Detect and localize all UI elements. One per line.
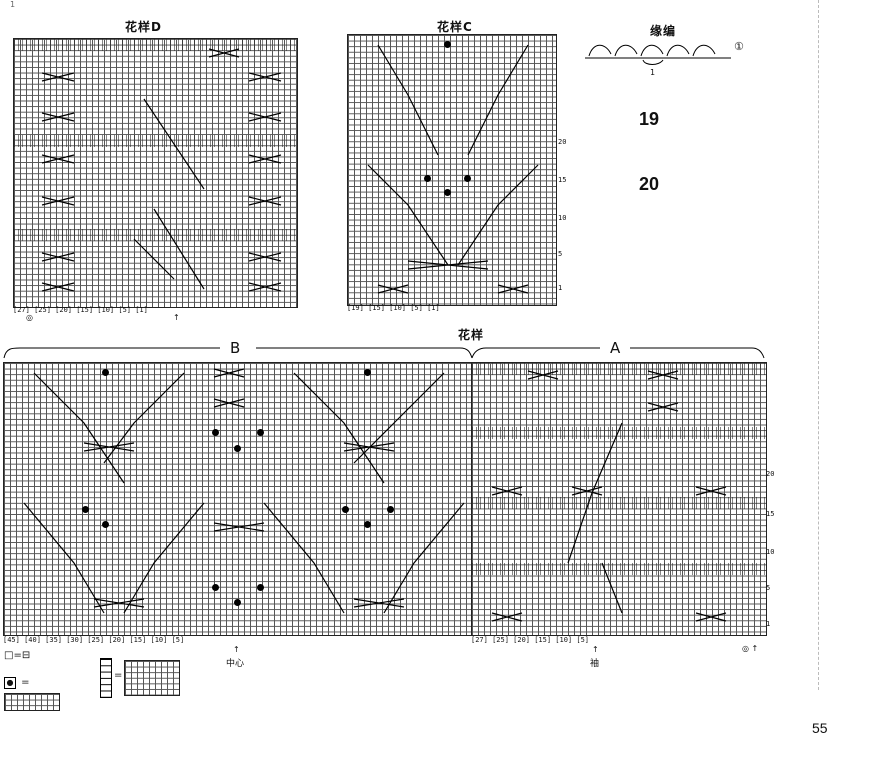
section-a-cables bbox=[491, 370, 727, 622]
dot-symbol bbox=[102, 369, 109, 376]
cable-chart-icon bbox=[124, 660, 180, 696]
start-marker-icon: ◎ ↑ bbox=[742, 644, 759, 653]
pattern-c-row-20: 20 bbox=[558, 138, 567, 146]
equals-icon: = bbox=[21, 677, 30, 688]
size-number-20: 20 bbox=[639, 174, 660, 194]
section-b-label: B bbox=[230, 339, 241, 357]
dot-symbol bbox=[387, 506, 394, 513]
dot-symbol bbox=[364, 521, 371, 528]
main-row-20: 20 bbox=[766, 470, 775, 478]
dot-symbol bbox=[234, 599, 241, 606]
dot-symbol bbox=[257, 584, 264, 591]
pattern-c-row-1: 1 bbox=[558, 284, 563, 292]
dot-symbol bbox=[444, 189, 451, 196]
center-arrow-icon: ↑ bbox=[233, 645, 240, 654]
up-arrow-icon: ↑ bbox=[173, 313, 180, 322]
center-label: 中心 bbox=[226, 659, 245, 669]
main-row-10: 10 bbox=[766, 548, 775, 556]
edging-row-marker: ① bbox=[734, 40, 744, 53]
section-b-chart bbox=[3, 362, 475, 636]
section-a-chart bbox=[471, 362, 767, 636]
page-number: 55 bbox=[812, 720, 828, 736]
main-row-5: 5 bbox=[766, 584, 771, 592]
dot-symbol bbox=[257, 429, 264, 436]
pattern-c-cables bbox=[367, 44, 539, 294]
dot-symbol bbox=[342, 506, 349, 513]
dot-symbol bbox=[82, 506, 89, 513]
pattern-d-ticks: [27] [25] [20] [15] [10] [5] [1] bbox=[13, 306, 148, 314]
pattern-c-ticks: [19] [15] [10] [5] [1] bbox=[347, 304, 440, 312]
dot-symbol bbox=[212, 584, 219, 591]
dot-symbol bbox=[444, 41, 451, 48]
main-row-1: 1 bbox=[766, 620, 771, 628]
edging-diagram bbox=[585, 44, 731, 65]
brace-labels bbox=[3, 347, 765, 359]
dot-symbol bbox=[364, 369, 371, 376]
edging-count: 1 bbox=[650, 68, 656, 77]
column-symbol-icon bbox=[100, 658, 112, 698]
pattern-c-row-10: 10 bbox=[558, 214, 567, 222]
pattern-d-cables bbox=[41, 48, 282, 292]
main-row-15: 15 bbox=[766, 510, 775, 518]
page-divider bbox=[818, 0, 820, 690]
pattern-c-row-5: 5 bbox=[558, 250, 563, 258]
section-a-label: A bbox=[610, 339, 621, 357]
legend-dot-equation: ● = bbox=[4, 672, 90, 711]
pattern-c-row-15: 15 bbox=[558, 176, 567, 184]
edging-title: 缘编 bbox=[650, 24, 677, 38]
dot-symbol bbox=[424, 175, 431, 182]
dot-symbol bbox=[464, 175, 471, 182]
dot-box-icon: ● bbox=[4, 676, 16, 689]
legend-cable-equation: = bbox=[100, 658, 180, 698]
start-marker-icon: ◎ bbox=[26, 313, 33, 322]
bobble-chart-icon bbox=[4, 692, 60, 711]
sleeve-arrow-icon: ↑ bbox=[592, 645, 599, 654]
size-number-19: 19 bbox=[639, 109, 660, 129]
dot-symbol bbox=[234, 445, 241, 452]
main-pattern-title: 花样 bbox=[458, 328, 485, 342]
section-b-ticks: [45] [40] [35] [30] [25] [20] [15] [10] … bbox=[3, 636, 185, 644]
header-fragment: 1 bbox=[10, 0, 16, 9]
pattern-c-title: 花样C bbox=[437, 20, 473, 34]
dot-symbol bbox=[212, 429, 219, 436]
section-a-ticks: [27] [25] [20] [15] [10] [5] bbox=[471, 636, 590, 644]
sleeve-label: 袖 bbox=[590, 659, 600, 669]
legend-symbol-equals: □=⊟ bbox=[4, 650, 31, 661]
section-b-cables bbox=[23, 368, 465, 614]
equals-icon: = bbox=[114, 670, 123, 681]
pattern-d-title: 花样D bbox=[125, 20, 162, 34]
dot-symbol bbox=[102, 521, 109, 528]
pattern-d-chart bbox=[13, 38, 298, 308]
pattern-c-chart bbox=[347, 34, 557, 306]
